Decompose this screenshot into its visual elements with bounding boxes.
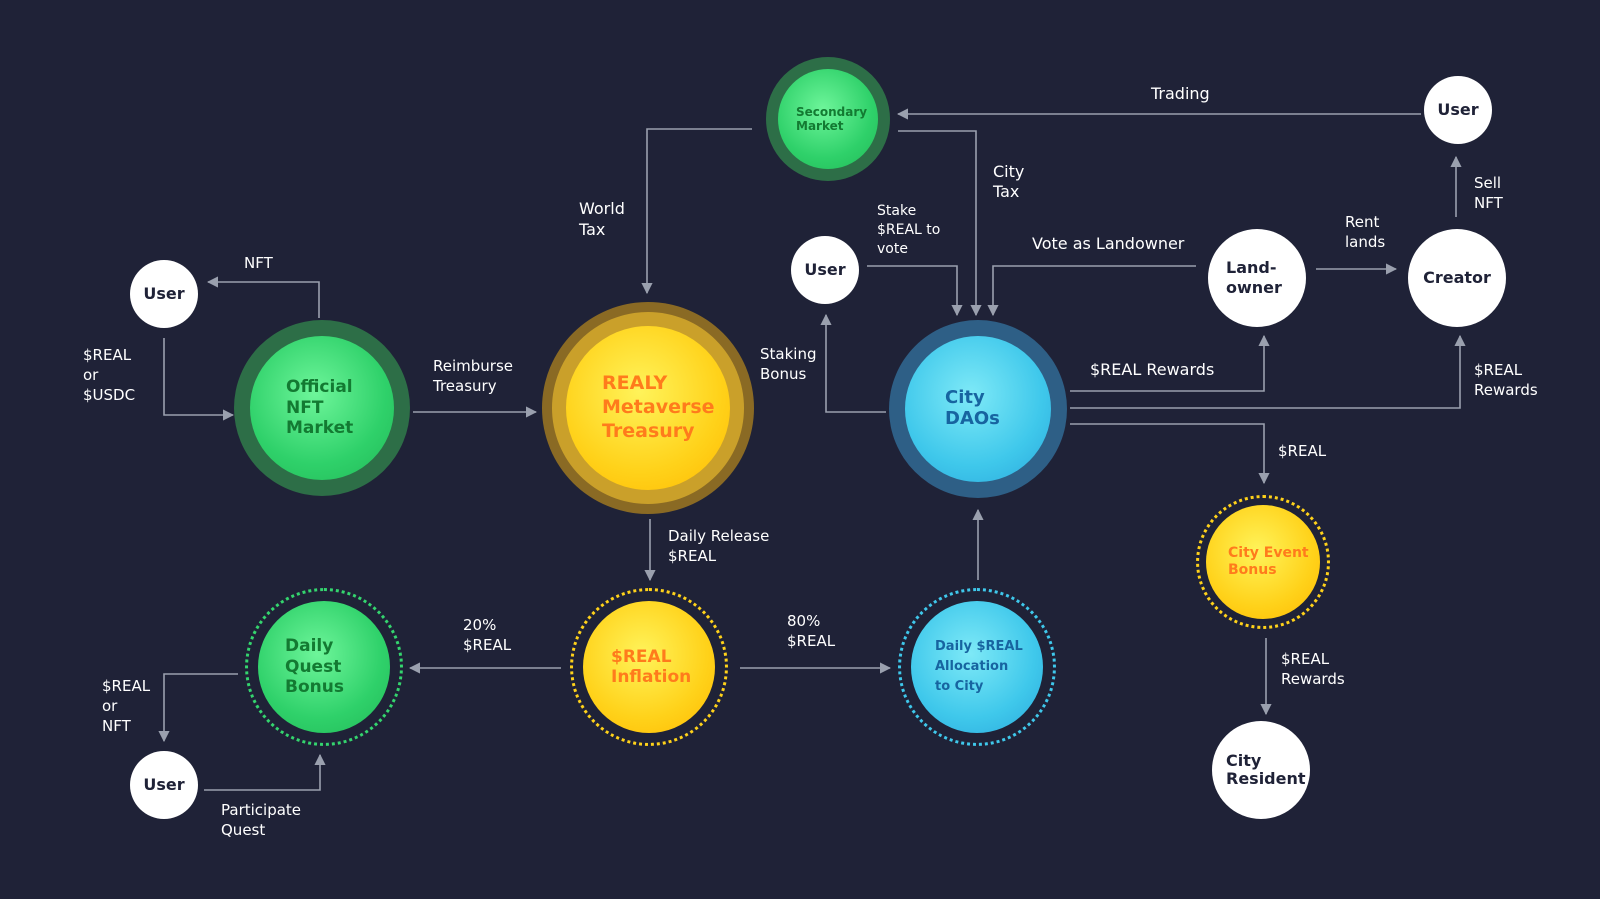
label-reimburse-treasury: Reimburse Treasury [433, 357, 513, 395]
label-real-or-usdc: $REAL or $USDC [83, 346, 136, 404]
user-node-bottom-left[interactable]: User [130, 751, 198, 819]
treasury-node[interactable]: REALY Metaverse Treasury [566, 326, 730, 490]
label-real-rewards-mid: $REAL Rewards [1090, 360, 1215, 379]
label-nft: NFT [244, 254, 273, 272]
event-bonus-dotted-ring [1196, 495, 1330, 629]
label-rent-lands: Rent lands [1345, 213, 1386, 251]
label-eighty-pct-real: 80% $REAL [787, 612, 836, 650]
user-bottom-left-label: User [143, 774, 185, 794]
allocation-dotted-ring [898, 588, 1056, 746]
real-inflation-label: $REAL Inflation [611, 646, 692, 687]
daily-quest-bonus-node[interactable]: Daily Quest Bonus [258, 601, 390, 733]
edge-nft [206, 276, 320, 318]
label-sell-nft: Sell NFT [1474, 174, 1503, 212]
user-left-label: User [143, 283, 185, 303]
label-daily-release-real: Daily Release $REAL [668, 527, 770, 565]
label-vote-as-landowner: Vote as Landowner [1032, 234, 1185, 253]
label-real-or-nft: $REAL or NFT [102, 677, 151, 735]
creator-node[interactable]: Creator [1408, 229, 1506, 327]
edge-real-rewards-landowner [1070, 334, 1270, 392]
label-real-mid: $REAL [1278, 442, 1327, 460]
quest-bonus-dotted-ring [245, 588, 403, 746]
edge-real-event [1070, 423, 1270, 485]
landowner-node[interactable]: Land- owner [1208, 229, 1306, 327]
user-mid-label: User [804, 259, 846, 279]
label-world-tax: World Tax [579, 199, 625, 239]
label-stake-real-to-vote: Stake $REAL to vote [877, 203, 941, 257]
edge-real-rewards-creator [1070, 334, 1466, 409]
label-real-rewards-right: $REAL Rewards [1474, 361, 1538, 399]
daily-allocation-label: Daily $REAL Allocation to City [935, 638, 1023, 695]
landowner-label: Land- owner [1226, 258, 1282, 297]
official-nft-market-label: Official NFT Market [286, 377, 354, 439]
edge-vote-as-landowner [987, 265, 1196, 317]
label-twenty-pct-real: 20% $REAL [463, 616, 512, 654]
label-trading: Trading [1151, 84, 1210, 103]
label-city-tax: City Tax [993, 162, 1025, 201]
daily-quest-bonus-label: Daily Quest Bonus [285, 636, 344, 698]
user-node-mid[interactable]: User [791, 236, 859, 304]
edge-staking-bonus [820, 313, 886, 413]
label-staking-bonus: Staking Bonus [760, 345, 817, 383]
inflation-dotted-ring [570, 588, 728, 746]
edge-real-or-nft [158, 673, 238, 743]
secondary-market-label: Secondary Market [796, 104, 868, 133]
edge-participate-quest [204, 753, 326, 791]
secondary-market-node[interactable]: Secondary Market [778, 69, 878, 169]
city-event-bonus-node[interactable]: City Event Bonus [1206, 505, 1320, 619]
city-event-bonus-label: City Event Bonus [1228, 545, 1309, 578]
city-daos-label: City DAOs [945, 387, 1000, 429]
real-inflation-node[interactable]: $REAL Inflation [583, 601, 715, 733]
user-node-left[interactable]: User [130, 260, 198, 328]
user-top-right-label: User [1437, 99, 1479, 119]
city-resident-node[interactable]: City Resident [1212, 721, 1310, 819]
city-resident-label: City Resident [1226, 750, 1306, 788]
label-real-rewards-bottom: $REAL Rewards [1281, 650, 1345, 688]
city-daos-node[interactable]: City DAOs [905, 336, 1051, 482]
treasury-label: REALY Metaverse Treasury [602, 372, 715, 442]
daily-allocation-node[interactable]: Daily $REAL Allocation to City [911, 601, 1043, 733]
label-participate-quest: Participate Quest [221, 801, 302, 839]
edge-world-tax [641, 128, 752, 295]
edge-stake [867, 265, 963, 317]
user-node-top-right[interactable]: User [1424, 76, 1492, 144]
creator-label: Creator [1423, 267, 1491, 287]
official-nft-market-node[interactable]: Official NFT Market [250, 336, 394, 480]
edge-real-or-usdc [163, 338, 235, 421]
edge-city-tax [898, 130, 982, 317]
